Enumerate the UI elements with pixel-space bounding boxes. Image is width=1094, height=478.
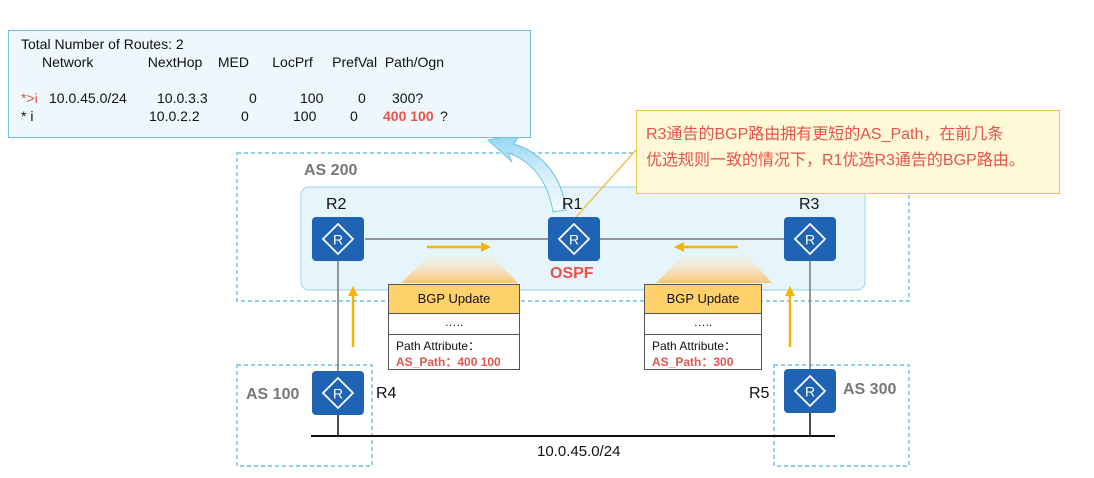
route-path-highlight: 400 100	[383, 108, 434, 124]
callout-line-2: 优选规则一致的情况下，R1优选R3通告的BGP路由。	[646, 152, 1025, 169]
update-attr-label: Path Attribute：	[652, 339, 737, 353]
router-label-r5: R5	[749, 385, 770, 402]
route-med: 0	[241, 108, 249, 124]
router-r2: R	[312, 217, 364, 261]
as300-label: AS 300	[843, 381, 897, 398]
svg-text:R: R	[805, 384, 815, 400]
route-nexthop: 10.0.3.3	[157, 90, 208, 106]
as100-label: AS 100	[246, 386, 300, 403]
route-locprf: 100	[300, 90, 324, 106]
arrow-r3-to-r1	[674, 242, 738, 252]
explanation-callout: R3通告的BGP路由拥有更短的AS_Path，在前几条 优选规则一致的情况下，R…	[636, 110, 1060, 194]
router-r3: R	[784, 217, 836, 261]
arrow-r2-to-r1	[427, 242, 491, 252]
svg-text:R: R	[805, 232, 815, 248]
router-label-r1: R1	[562, 196, 583, 213]
route-origin: ?	[440, 108, 448, 124]
router-label-r3: R3	[799, 196, 820, 213]
bgp-update-from-r2: BGP Update ….. Path Attribute： AS_Path：4…	[388, 284, 520, 370]
route-network: 10.0.45.0/24	[49, 90, 127, 106]
route-nexthop: 10.0.2.2	[149, 108, 200, 124]
route-total: Total Number of Routes: 2	[21, 36, 184, 52]
route-prefval: 0	[358, 90, 366, 106]
as200-label: AS 200	[304, 162, 358, 179]
svg-text:R: R	[569, 232, 579, 248]
as100-boundary	[236, 364, 373, 467]
update-title: BGP Update	[389, 285, 519, 314]
svg-text:R: R	[333, 232, 343, 248]
router-r4: R	[312, 371, 364, 415]
update-as-path: AS_Path：300	[652, 355, 734, 369]
router-r1: R	[548, 217, 600, 261]
as200-boundary	[236, 152, 910, 302]
router-icon: R	[321, 376, 355, 410]
route-status: * i	[21, 108, 34, 124]
router-label-r2: R2	[326, 196, 347, 213]
bgp-route-table: Total Number of Routes: 2 Network NextHo…	[8, 30, 531, 138]
route-med: 0	[249, 90, 257, 106]
update-attr-label: Path Attribute：	[396, 339, 481, 353]
lan-network-label: 10.0.45.0/24	[537, 443, 621, 460]
ospf-label: OSPF	[550, 265, 594, 282]
bgp-update-from-r3: BGP Update ….. Path Attribute： AS_Path：3…	[644, 284, 762, 370]
route-locprf: 100	[293, 108, 317, 124]
callout-pointer	[575, 149, 637, 218]
router-label-r4: R4	[376, 385, 397, 402]
route-status: *>i	[21, 90, 38, 106]
router-r5: R	[784, 369, 836, 413]
update-ellipsis: …..	[645, 314, 761, 335]
router-icon: R	[793, 222, 827, 256]
callout-line-1: R3通告的BGP路由拥有更短的AS_Path，在前几条	[646, 126, 1004, 143]
arrow-r4-to-r2	[348, 286, 358, 347]
router-icon: R	[793, 374, 827, 408]
route-prefval: 0	[350, 108, 358, 124]
router-icon: R	[557, 222, 591, 256]
as300-boundary	[773, 364, 910, 467]
router-icon: R	[321, 222, 355, 256]
update-title: BGP Update	[645, 285, 761, 314]
svg-text:R: R	[333, 386, 343, 402]
glow-left	[401, 256, 518, 283]
route-header: Network NextHop MED LocPrf PrefVal Path/…	[42, 54, 444, 70]
update-as-path: AS_Path：400 100	[396, 355, 501, 369]
arrow-r5-to-r3	[785, 286, 795, 347]
update-ellipsis: …..	[389, 314, 519, 335]
route-path: 300?	[392, 90, 424, 106]
glow-right	[656, 256, 772, 283]
